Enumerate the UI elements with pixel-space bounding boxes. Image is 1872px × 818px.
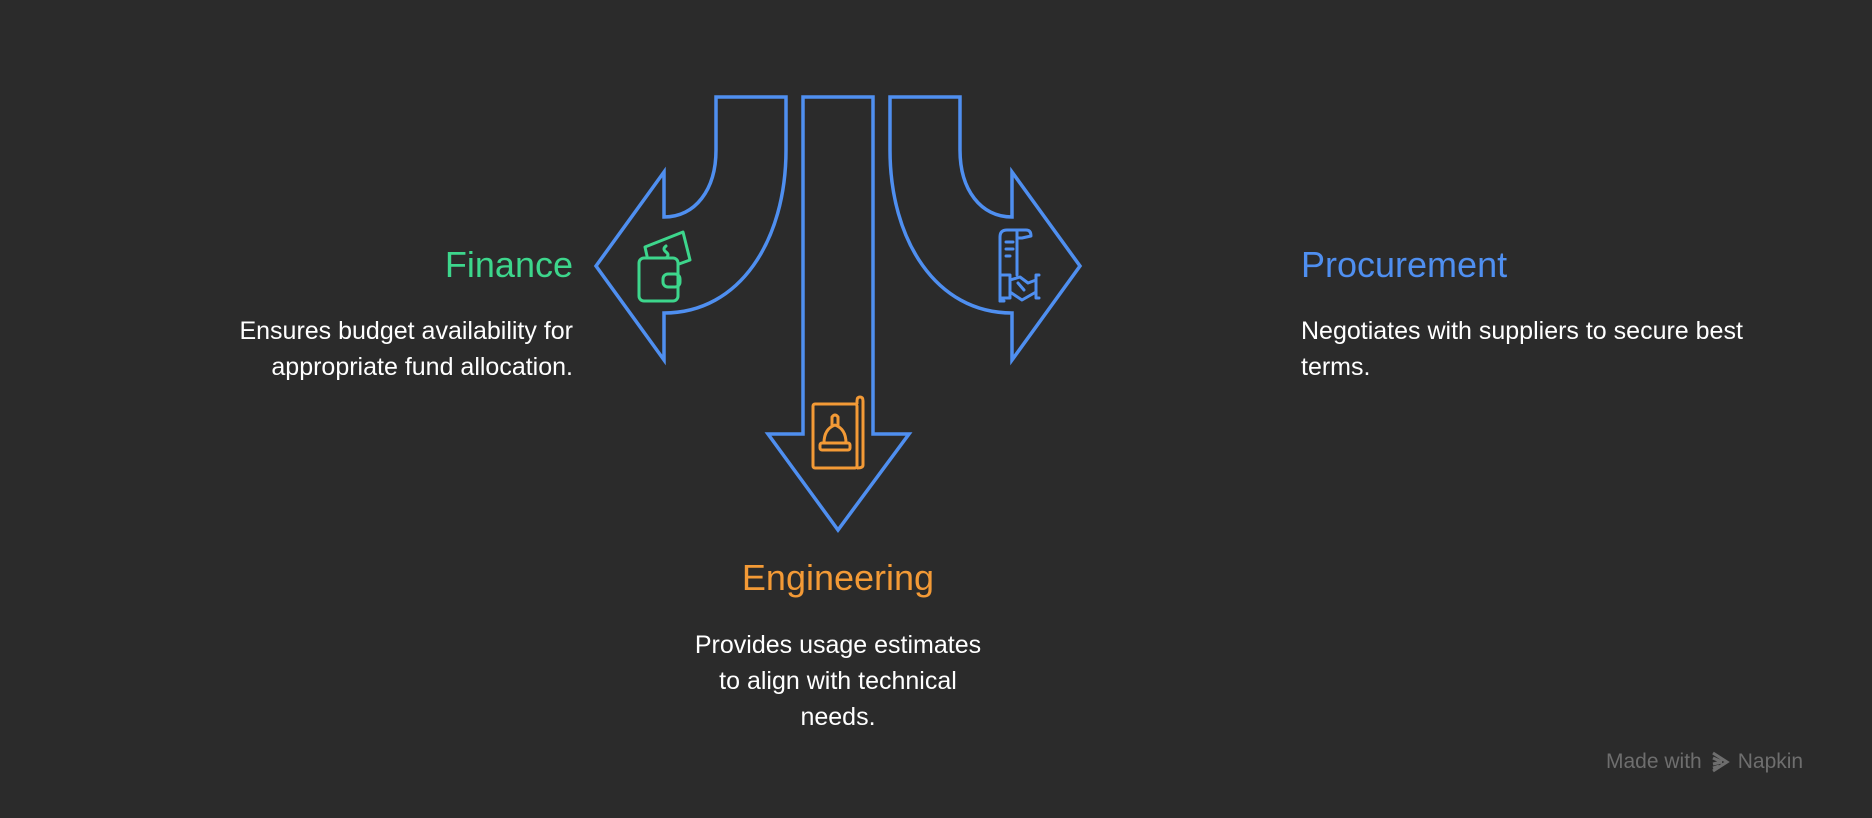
finance-description: Ensures budget availability for appropri… (239, 317, 573, 381)
left-arrow (593, 95, 788, 366)
right-arrow (888, 95, 1083, 366)
napkin-brand-label: Napkin (1737, 750, 1804, 773)
napkin-watermark: Made with Napkin (1606, 750, 1803, 774)
engineering-description: Provides usage estimates to align with t… (694, 631, 982, 731)
procurement-description: Negotiates with suppliers to secure best… (1301, 317, 1743, 381)
procurement-title: Procurement (1301, 244, 1508, 285)
wallet-icon (637, 230, 692, 303)
napkin-logo-icon (1711, 751, 1730, 773)
made-with-label: Made with (1606, 750, 1702, 773)
finance-title: Finance (444, 244, 573, 285)
contract-handshake-icon (998, 228, 1041, 303)
engineering-title: Engineering (741, 557, 935, 598)
engineering-helmet-icon (811, 395, 865, 470)
down-arrow (764, 95, 913, 533)
